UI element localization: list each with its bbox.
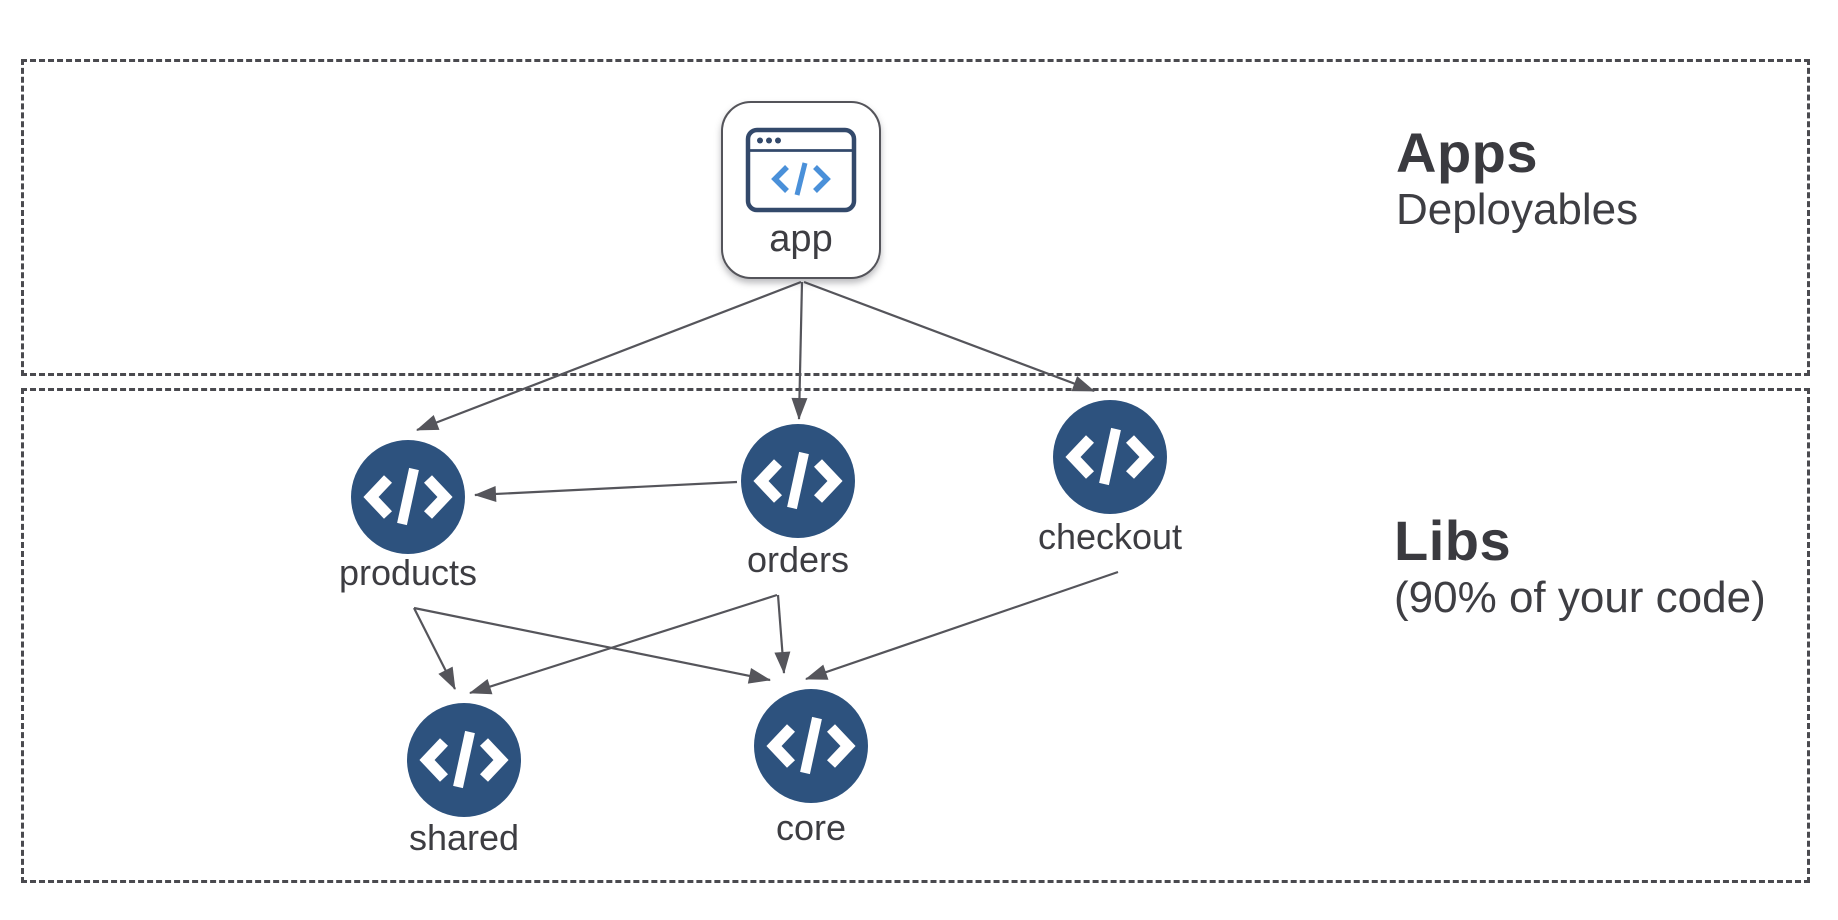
code-icon [766, 716, 856, 775]
libs-group-heading: Libs (90% of your code) [1394, 509, 1766, 623]
node-checkout-label: checkout [1037, 516, 1183, 557]
code-icon [419, 730, 509, 789]
libs-group-subtitle: (90% of your code) [1394, 572, 1766, 622]
node-core [754, 689, 868, 803]
node-app: app [721, 101, 881, 279]
node-checkout [1053, 400, 1167, 514]
node-orders [741, 424, 855, 538]
node-products-label: products [338, 552, 478, 593]
code-icon [363, 467, 453, 526]
apps-group-title: Apps [1396, 121, 1538, 184]
code-icon [1065, 427, 1155, 486]
libs-group-title: Libs [1394, 509, 1512, 572]
browser-code-icon [745, 127, 857, 213]
node-orders-label: orders [746, 539, 850, 580]
node-products [351, 440, 465, 554]
node-shared [407, 703, 521, 817]
node-core-label: core [775, 807, 847, 848]
apps-group-subtitle: Deployables [1396, 184, 1639, 234]
node-shared-label: shared [408, 817, 520, 858]
node-app-label: app [769, 218, 833, 260]
apps-group-heading: Apps Deployables [1396, 121, 1639, 235]
code-icon [753, 451, 843, 510]
